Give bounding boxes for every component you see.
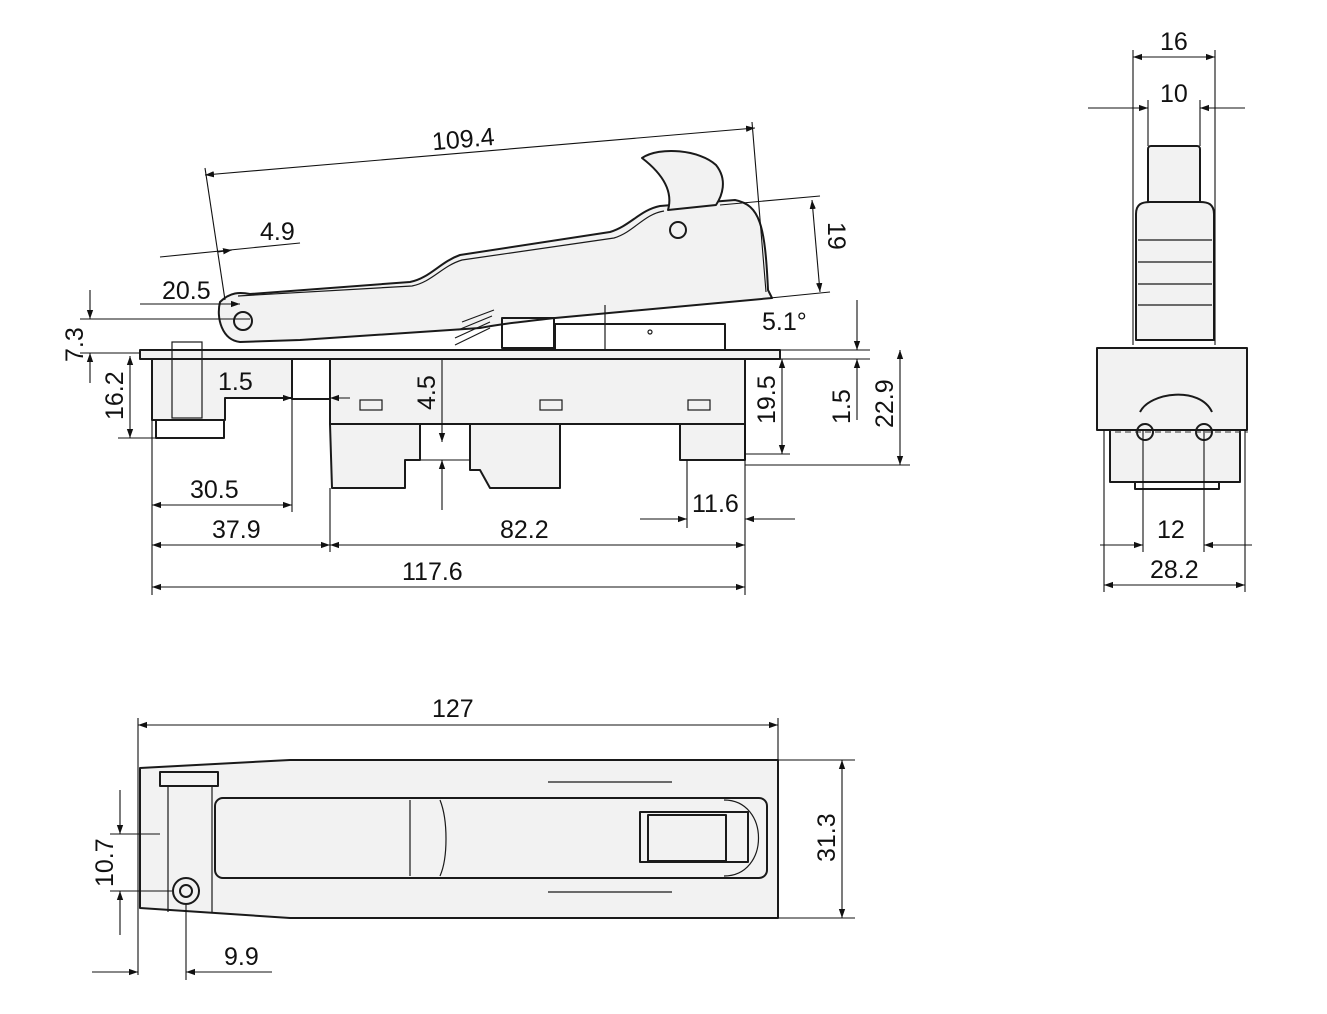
- dim-109-4: 109.4: [431, 123, 496, 156]
- lower-terminal: [469, 423, 561, 489]
- dim-11-6: 11.6: [692, 490, 739, 518]
- trigger-lever: [217, 199, 773, 343]
- lock-block: [554, 323, 726, 351]
- end-housing: [1096, 347, 1248, 431]
- top-trigger-tip: [639, 811, 749, 863]
- side-view-dimensions: 109.4 4.9 20.5 7.3 16.2 1.5 4.5 19.5: [61, 121, 910, 595]
- spring: [454, 309, 495, 346]
- dim-19: 19: [822, 222, 850, 250]
- dim-10: 10: [1160, 80, 1188, 108]
- end-trigger-body: [1135, 201, 1215, 341]
- dim-9-9: 9.9: [224, 943, 259, 971]
- dim-19-5: 19.5: [753, 375, 781, 424]
- dim-16: 16: [1160, 28, 1188, 56]
- dim-31-3: 31.3: [813, 813, 841, 862]
- dim-1-5-left: 1.5: [218, 368, 253, 396]
- pivot-pin: [233, 311, 253, 331]
- left-terminal-foot: [155, 419, 225, 439]
- end-terminal-block: [1109, 429, 1241, 483]
- top-trigger-channel: [214, 797, 768, 879]
- switch-body: [329, 358, 746, 425]
- dim-7-3: 7.3: [61, 327, 89, 362]
- trigger-hook: [641, 149, 724, 211]
- top-view: [139, 759, 779, 919]
- dim-10-7: 10.7: [91, 838, 119, 887]
- base-plate: [139, 349, 781, 360]
- pivot-hole-lever: [669, 221, 687, 239]
- dim-22-9: 22.9: [871, 379, 899, 428]
- dim-5-1-deg: 5.1°: [762, 308, 807, 336]
- dim-82-2: 82.2: [500, 516, 549, 544]
- dim-117-6: 117.6: [402, 558, 463, 586]
- dim-127: 127: [432, 695, 474, 723]
- dim-37-9: 37.9: [212, 516, 261, 544]
- side-view: [139, 149, 781, 489]
- mount-hole-outer: [172, 877, 200, 905]
- end-view-dimensions: 16 10 12 28.2: [1088, 28, 1252, 592]
- connector-block: [679, 423, 746, 461]
- dim-20-5: 20.5: [162, 277, 211, 305]
- dim-1-5-right: 1.5: [828, 389, 856, 424]
- dim-30-5: 30.5: [190, 476, 239, 504]
- dim-4-5: 4.5: [413, 375, 441, 410]
- top-view-dimensions: 127 31.3 10.7 9.9: [91, 695, 855, 980]
- lower-housing: [329, 423, 421, 489]
- trigger-lever-inner-edge: [237, 210, 665, 297]
- mount-hole-inner: [179, 884, 193, 898]
- dim-28-2: 28.2: [1150, 556, 1199, 584]
- dim-16-2: 16.2: [101, 371, 129, 420]
- end-view: [1096, 145, 1248, 490]
- dim-4-9: 4.9: [260, 218, 295, 246]
- dim-12: 12: [1157, 516, 1185, 544]
